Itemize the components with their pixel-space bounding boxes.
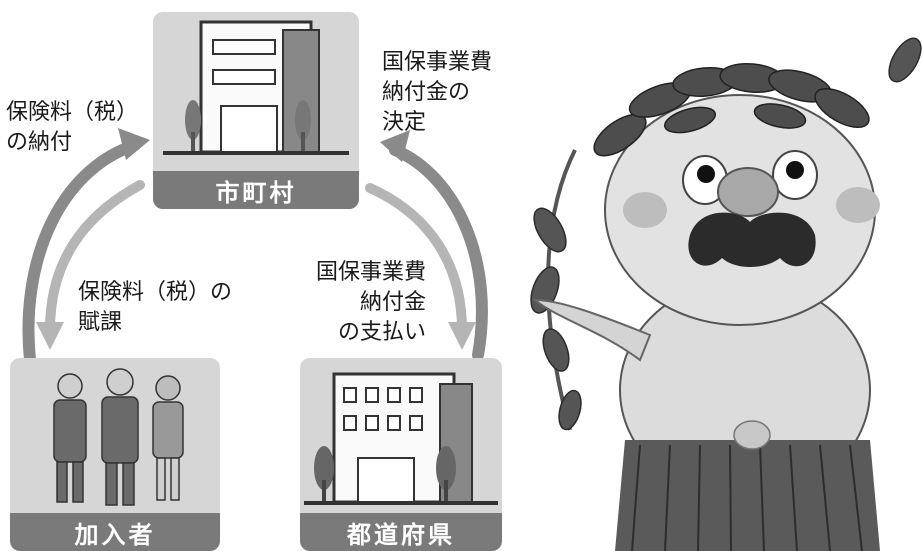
prefecture-building-icon — [304, 372, 498, 505]
premium-levy-label: 保険料（税）の 賦課 — [78, 280, 233, 335]
prefecture-card: 都道府県 — [300, 358, 502, 551]
fund-decision-label: 国保事業費 納付金の 決定 — [382, 50, 493, 135]
prefecture-label: 都道府県 — [300, 513, 502, 551]
premium-payment-label: 保険料（税） の納付 — [6, 100, 139, 155]
fund-payment-label: 国保事業費 納付金 の支払い — [316, 260, 427, 345]
people-icon — [53, 368, 184, 506]
arrowhead-premium-payment — [118, 128, 150, 160]
arrow-premium-payment — [22, 139, 141, 366]
municipality-label: 市町村 — [153, 171, 359, 209]
arrow-fund-decision — [389, 144, 488, 361]
arrowhead-fund-decision — [380, 130, 410, 162]
insured-label: 加入者 — [10, 513, 220, 551]
arrowhead-premium-levy — [36, 322, 64, 350]
arrow-fund-payment — [365, 183, 467, 335]
arrow-premium-levy — [45, 180, 145, 335]
insured-card: 加入者 — [10, 358, 220, 551]
arrowhead-fund-payment — [448, 322, 476, 350]
city-hall-icon — [163, 20, 349, 155]
municipality-card: 市町村 — [153, 12, 359, 209]
